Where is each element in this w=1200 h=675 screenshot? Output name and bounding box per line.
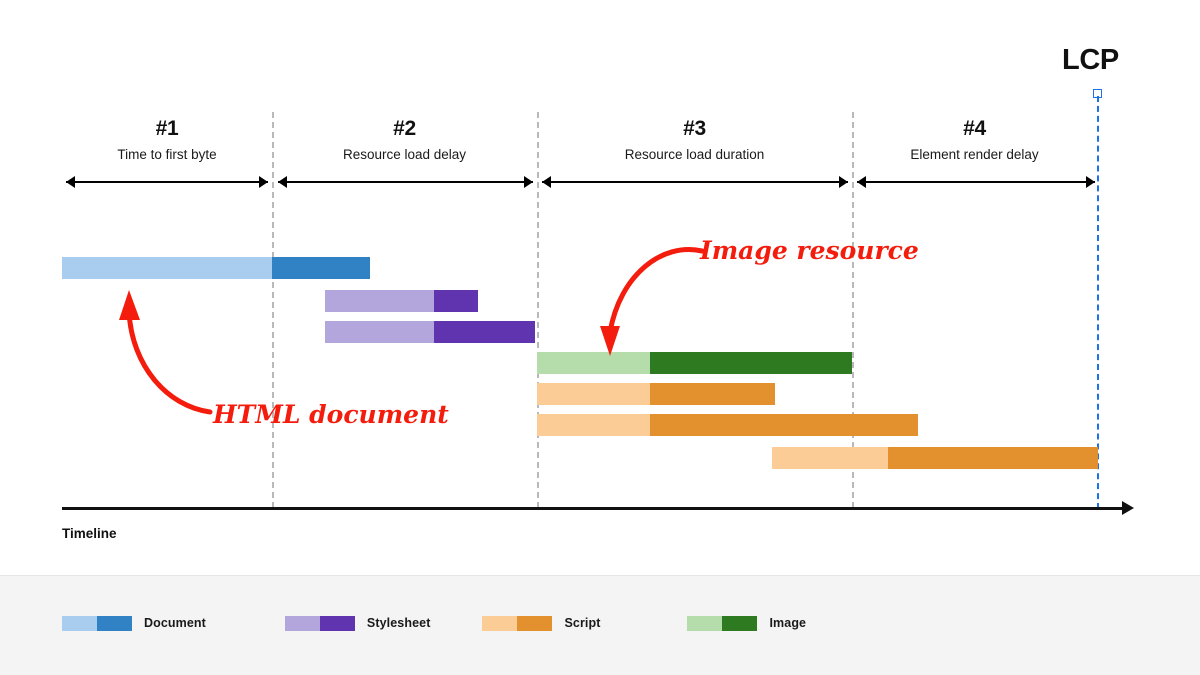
legend-item-image: Image xyxy=(687,615,807,631)
annotation-html-document: HTML document xyxy=(213,400,449,429)
bar-segment-dark xyxy=(272,257,370,279)
swatch-light xyxy=(687,615,723,631)
swatch-dark xyxy=(319,615,355,631)
phase-4-header: #4 Element render delay xyxy=(852,116,1097,166)
arrow-head-right-icon xyxy=(259,176,268,188)
swatch-dark xyxy=(722,615,758,631)
legend-label-document: Document xyxy=(144,616,206,630)
arrow-shaft xyxy=(278,181,533,183)
legend-label-image: Image xyxy=(769,616,807,630)
arrow-head-right-icon xyxy=(839,176,848,188)
phase-1-arrow xyxy=(66,176,268,188)
annotation-arrow-html-document xyxy=(119,290,213,415)
legend-item-stylesheet: Stylesheet xyxy=(284,615,431,631)
bar-segment-light xyxy=(62,257,272,279)
bar-segment-light xyxy=(772,447,888,469)
lcp-label: LCP xyxy=(1062,44,1119,76)
request-bar-stylesheet-2 xyxy=(325,321,535,343)
phase-2-name: Resource load delay xyxy=(342,147,467,162)
bar-segment-dark xyxy=(650,414,918,436)
legend-swatch-stylesheet xyxy=(284,615,355,631)
arrow-shaft xyxy=(66,181,268,183)
arrow-head-left-icon xyxy=(278,176,287,188)
phase-4-name: Element render delay xyxy=(910,147,1039,162)
phase-2-header: #2 Resource load delay xyxy=(272,116,537,166)
phase-2-arrow xyxy=(278,176,533,188)
bar-segment-light xyxy=(537,383,650,405)
arrow-head-left-icon xyxy=(542,176,551,188)
lcp-vertical-line xyxy=(1097,96,1099,509)
phase-1-number: #1 xyxy=(155,117,179,140)
swatch-light xyxy=(62,615,97,631)
request-bar-stylesheet-1 xyxy=(325,290,478,312)
legend-item-script: Script xyxy=(482,615,601,631)
swatch-dark xyxy=(517,615,553,631)
phase-3-header: #3 Resource load duration xyxy=(537,116,852,166)
request-bar-script-1 xyxy=(537,383,775,405)
phase-1-name: Time to first byte xyxy=(117,147,217,162)
legend-strip: Document Stylesheet Script xyxy=(0,575,1200,675)
timeline-axis-arrow-icon xyxy=(1122,501,1134,515)
legend-label-script: Script xyxy=(564,616,601,630)
legend-swatch-document xyxy=(62,615,132,631)
request-bar-script-2 xyxy=(537,414,918,436)
phase-1-header: #1 Time to first byte xyxy=(62,116,272,166)
request-bar-script-3 xyxy=(772,447,1098,469)
legend-label-stylesheet: Stylesheet xyxy=(366,616,431,630)
legend-swatch-image xyxy=(687,615,758,631)
annotation-arrow-image-resource xyxy=(600,247,705,356)
timeline-axis xyxy=(62,507,1122,510)
bar-segment-dark xyxy=(434,321,535,343)
phase-3-number: #3 xyxy=(683,117,706,140)
arrow-head-left-icon xyxy=(66,176,75,188)
arrow-head-right-icon xyxy=(1086,176,1095,188)
bar-segment-dark xyxy=(888,447,1098,469)
bar-segment-dark xyxy=(434,290,478,312)
bar-segment-light xyxy=(537,352,650,374)
annotation-image-resource: Image resource xyxy=(700,236,919,265)
phase-3-arrow xyxy=(542,176,848,188)
phase-divider-1 xyxy=(272,112,274,508)
arrow-head-left-icon xyxy=(857,176,866,188)
request-bar-document xyxy=(62,257,370,279)
phase-4-arrow xyxy=(857,176,1095,188)
legend-row: Document Stylesheet Script xyxy=(62,614,806,632)
legend-item-document: Document xyxy=(62,615,206,631)
request-bar-image xyxy=(537,352,852,374)
arrow-head-right-icon xyxy=(524,176,533,188)
arrow-shaft xyxy=(857,181,1095,183)
phase-2-number: #2 xyxy=(393,117,416,140)
arrow-shaft xyxy=(542,181,848,183)
timeline-axis-label: Timeline xyxy=(62,526,117,541)
bar-segment-light xyxy=(537,414,650,436)
phase-4-number: #4 xyxy=(963,117,986,140)
phase-divider-3 xyxy=(852,112,854,508)
bar-segment-light xyxy=(325,321,434,343)
bar-segment-dark xyxy=(650,352,852,374)
legend-swatch-script xyxy=(482,615,553,631)
swatch-light xyxy=(482,615,518,631)
swatch-light xyxy=(284,615,320,631)
swatch-dark xyxy=(97,615,132,631)
phase-divider-2 xyxy=(537,112,539,508)
bar-segment-light xyxy=(325,290,434,312)
bar-segment-dark xyxy=(650,383,775,405)
phase-3-name: Resource load duration xyxy=(624,147,765,162)
